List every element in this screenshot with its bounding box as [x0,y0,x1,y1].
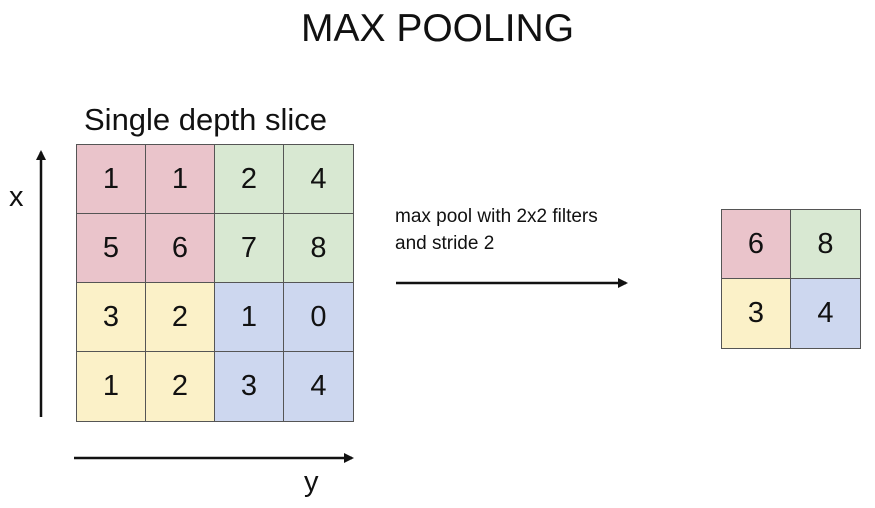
input-matrix-cell: 3 [77,283,146,352]
output-matrix-cell: 4 [791,279,860,348]
x-axis-label: x [9,181,24,213]
operation-label-line2: and stride 2 [395,233,495,254]
output-matrix-cell: 3 [722,279,791,348]
input-matrix-cell: 2 [146,283,215,352]
operation-label: max pool with 2x2 filters and stride 2 [395,203,598,257]
operation-label-line1: max pool with 2x2 filters [395,206,598,227]
input-matrix-cell: 4 [284,352,353,421]
input-matrix-cell: 3 [215,352,284,421]
input-matrix-cell: 8 [284,214,353,283]
input-matrix-cell: 7 [215,214,284,283]
input-matrix-cell: 1 [146,145,215,214]
diagram-title: MAX POOLING [300,7,575,50]
input-matrix-cell: 2 [146,352,215,421]
input-matrix-cell: 1 [77,352,146,421]
output-matrix-cell: 6 [722,210,791,279]
input-matrix-cell: 5 [77,214,146,283]
slice-label: Single depth slice [84,102,327,137]
input-matrix-cell: 1 [77,145,146,214]
input-matrix-cell: 6 [146,214,215,283]
input-matrix-cell: 0 [284,283,353,352]
y-axis-label: y [304,466,319,498]
input-matrix-cell: 2 [215,145,284,214]
input-matrix-cell: 1 [215,283,284,352]
output-matrix-cell: 8 [791,210,860,279]
input-matrix-cell: 4 [284,145,353,214]
